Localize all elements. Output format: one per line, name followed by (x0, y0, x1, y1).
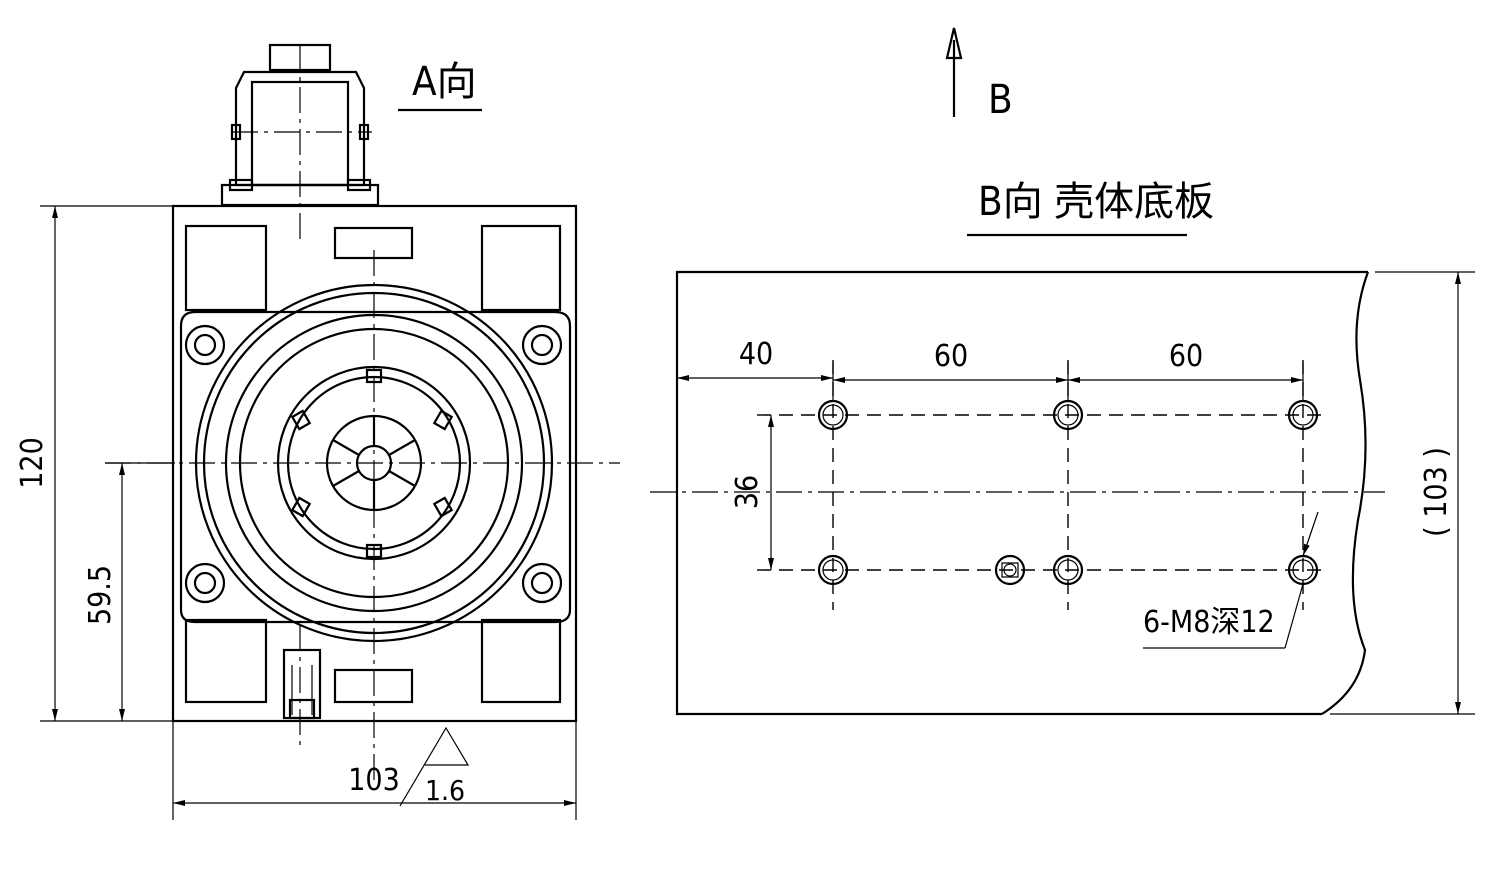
dim-height-59-5: 59.5 (83, 462, 175, 721)
direction-arrow-b: B (945, 27, 1013, 123)
view-a-title: A向 (412, 59, 477, 105)
mounting-bolts (184, 324, 563, 604)
dim-b-40-label: 40 (739, 337, 773, 372)
dim-b-103-label: ( 103 ) (1419, 447, 1454, 537)
dim-b-60a-label: 60 (934, 339, 968, 374)
dim-b-60b-label: 60 (1169, 339, 1203, 374)
inner-flange (179, 310, 572, 624)
hole-note-label: 6-M8深12 (1143, 605, 1275, 640)
base-plate-outline (675, 270, 1368, 716)
hole-note-leader: 6-M8深12 (1143, 511, 1319, 649)
direction-arrow-b-label: B (988, 77, 1013, 123)
plug-hole (994, 554, 1026, 586)
view-b: B B向 壳体底板 (650, 27, 1475, 716)
view-b-title: B向 壳体底板 (978, 179, 1214, 225)
dim-height-59-5-label: 59.5 (83, 565, 118, 625)
connector-plug (220, 43, 380, 240)
dim-height-120-label: 120 (15, 437, 50, 489)
dim-height-120: 120 (15, 205, 173, 722)
dim-width-103: 103 (172, 721, 577, 820)
drain-plug (282, 648, 322, 720)
surface-roughness-symbol: 1.6 (399, 726, 470, 807)
base-plate-break-line (1321, 271, 1370, 715)
pocket-top-right (480, 224, 562, 312)
dim-b-36-label: 36 (730, 475, 765, 509)
roughness-label: 1.6 (425, 774, 465, 807)
dim-b-spacing: 40 60 60 (677, 337, 1304, 400)
pocket-bottom-right (480, 618, 562, 704)
view-a: 120 59.5 103 1.6 A向 (15, 43, 620, 820)
pocket-bottom-left (184, 618, 268, 704)
dim-width-103-label: 103 (348, 763, 400, 798)
dim-b-height-ref: ( 103 ) (1330, 271, 1475, 715)
pocket-top-left (184, 224, 268, 312)
dim-b-row-gap: 36 (730, 415, 774, 570)
